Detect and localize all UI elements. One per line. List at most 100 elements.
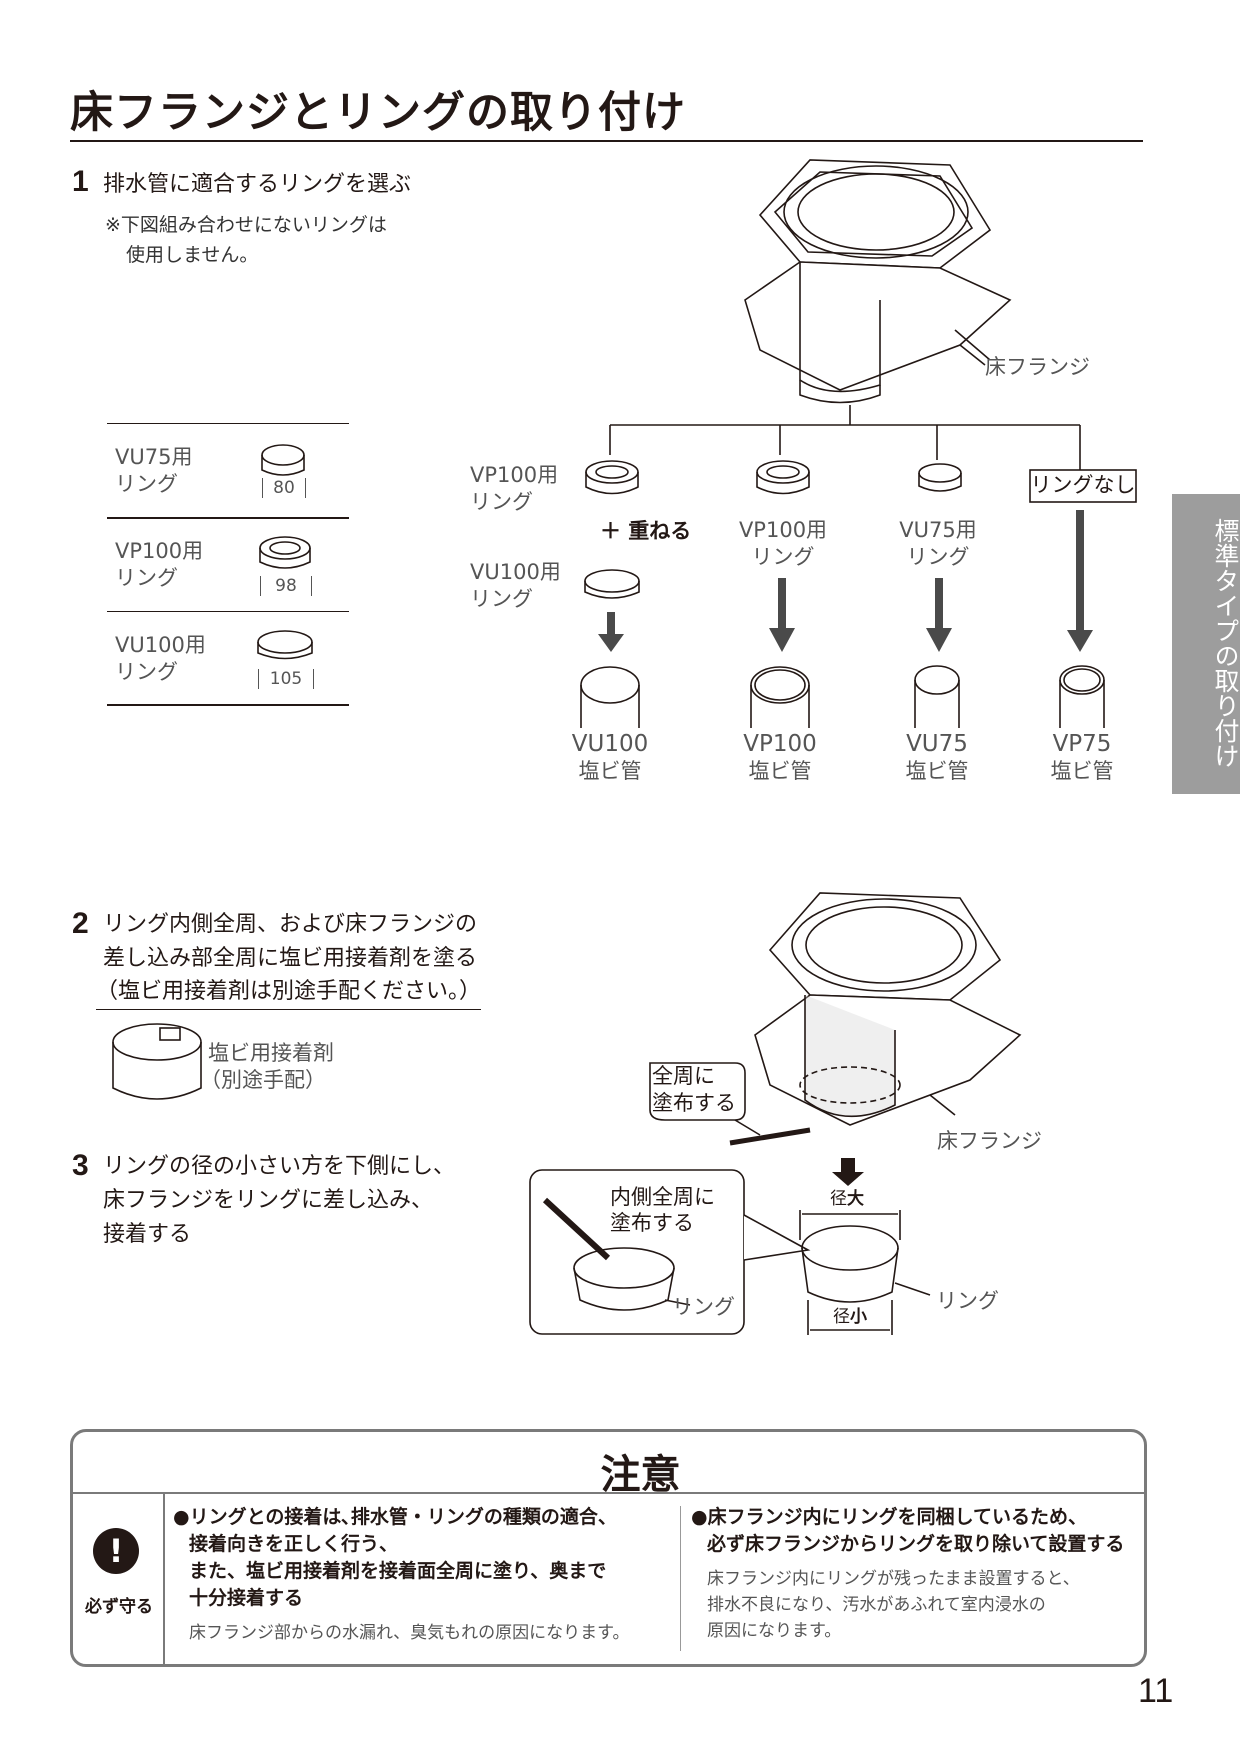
caution-right-note3: 原因になります。: [707, 1621, 842, 1641]
vu100-pipe-icon: [580, 666, 640, 728]
ring-table-rule-1: [107, 517, 349, 519]
caution-right-note2: 排水不良になり、汚水があふれて室内浸水の: [707, 1595, 1046, 1615]
step1-note-line2: 使用しません。: [126, 244, 259, 266]
ring-label-left: リング: [672, 1295, 735, 1319]
pipe4-label-line1: VP75: [1052, 731, 1112, 757]
step3-number: 3: [72, 1149, 89, 1182]
adhesive-can-icon: [112, 1023, 202, 1100]
pipe2-label-line1: VP100: [743, 731, 817, 757]
caution-box: 注意 ! 必ず守る ●リングとの接着は､排水管・リングの種類の適合、 接着向きを…: [70, 1429, 1147, 1667]
caution-left-line2: 接着向きを正しく行う、: [189, 1533, 399, 1555]
step2-line3: （塩ビ用接着剤は別途手配ください。）: [96, 975, 482, 1010]
page-title: 床フランジとリングの取り付け: [70, 88, 686, 138]
diameter-large-prefix: 径: [830, 1189, 847, 1209]
brush-icon: [729, 1127, 811, 1146]
side-tab-label: 標準タイプの取り付け: [1211, 518, 1240, 768]
ring-diameter-icon: [799, 1210, 901, 1335]
vp75-pipe-icon: [1059, 665, 1105, 728]
diameter-small-label: 径小: [833, 1304, 867, 1331]
ring-selection-tree: [609, 405, 1081, 470]
vu100-ring-label-line2: リング: [470, 587, 533, 611]
pipe3-label-line2: 塩ビ管: [905, 759, 969, 783]
flange-label-2: 床フランジ: [937, 1129, 1042, 1153]
step2-number: 2: [72, 907, 89, 940]
ring-table-bottom-rule: [107, 704, 349, 706]
ring-inner-coat-icon: [542, 1197, 675, 1311]
vp100-ring-icon: [585, 460, 639, 495]
diameter-small-word: 小: [850, 1307, 867, 1327]
col2-ring-label-line1: VP100用: [738, 518, 828, 542]
ring-label-right: リング: [936, 1289, 999, 1313]
ring-table-name-1: VU75用: [115, 445, 193, 469]
diameter-large-word: 大: [847, 1189, 864, 1209]
diameter-small-prefix: 径: [833, 1307, 850, 1327]
ring-table-icons: [257, 444, 313, 660]
vu75-ring-icon: [918, 463, 962, 492]
vp100-ring-label-line1: VP100用: [470, 463, 559, 487]
pipe2-label-line2: 塩ビ管: [748, 759, 812, 783]
down-arrows: [598, 510, 1093, 652]
adhesive-label-line2: （別途手配）: [200, 1068, 326, 1092]
caution-left-line1: ●リングとの接着は､排水管・リングの種類の適合、: [173, 1506, 617, 1528]
ring-table-name-2: VP100用: [115, 539, 204, 563]
ring-table-dim-2: 98: [260, 576, 312, 596]
pipe1-label-line1: VU100: [571, 731, 649, 757]
col2-ring-label-line2: リング: [751, 545, 815, 569]
floor-flange-illustration-2: [754, 892, 1022, 1126]
floor-flange-illustration-1: [744, 159, 1012, 404]
ring-table-dim-1: 80: [262, 478, 306, 498]
vu75-pipe-icon: [914, 665, 960, 728]
flange-label-1: 床フランジ: [985, 355, 1090, 379]
ring-table-dim-3: 105: [258, 669, 314, 689]
caution-title: 注意: [73, 1442, 1144, 1500]
step1-text: 排水管に適合するリングを選ぶ: [103, 172, 412, 197]
step1-note-line1: ※下図組み合わせにないリングは: [105, 214, 387, 236]
vu100-ring-icon: [584, 569, 640, 599]
caution-right-line2: 必ず床フランジからリングを取り除いて設置する: [707, 1533, 1125, 1555]
caution-column-divider: [163, 1494, 165, 1664]
ring-table-suffix-3: リング: [115, 660, 178, 684]
caution-right-note1: 床フランジ内にリングが残ったまま設置すると、: [707, 1569, 1080, 1589]
col3-ring-label-line2: リング: [906, 545, 970, 569]
caution-mid-divider: [680, 1506, 681, 1651]
pipe4-label-line2: 塩ビ管: [1050, 759, 1114, 783]
step3-line2: 床フランジをリングに差し込み、: [103, 1188, 434, 1213]
vp100-pipe-icon: [750, 666, 810, 728]
step1-number: 1: [72, 165, 89, 198]
ring-table-suffix-1: リング: [115, 472, 178, 496]
caution-left-line3: また、塩ビ用接着剤を接着面全周に塗り、奥まで: [189, 1560, 607, 1582]
no-ring-label: リングなし: [1030, 473, 1136, 497]
stack-label: ＋ 重ねる: [600, 519, 692, 543]
callout-line1: 全周に: [652, 1064, 715, 1088]
step3-line3: 接着する: [103, 1222, 192, 1247]
caution-right-line1: ●床フランジ内にリングを同梱しているため、: [691, 1506, 1088, 1528]
exclamation-icon: !: [93, 1528, 139, 1574]
inner-coat-line2: 塗布する: [610, 1211, 694, 1235]
page-number: 11: [1138, 1672, 1174, 1710]
caution-divider: [73, 1492, 1144, 1494]
adhesive-label-line1: 塩ビ用接着剤: [208, 1041, 334, 1065]
title-divider: [70, 140, 1143, 142]
step2-line2: 差し込み部全周に塩ビ用接着剤を塗る: [103, 946, 478, 971]
caution-title-text: 注意: [600, 1452, 681, 1498]
caution-left-line4: 十分接着する: [189, 1587, 304, 1609]
step2-line1: リング内側全周、および床フランジの: [103, 912, 478, 937]
ring-table-name-3: VU100用: [115, 633, 206, 657]
ring-table-rule-2: [107, 611, 349, 612]
vp100-ring-icon-col2: [756, 460, 810, 495]
pipe1-label-line2: 塩ビ管: [578, 759, 642, 783]
callout-line2: 塗布する: [652, 1091, 736, 1115]
vu100-ring-label-line1: VU100用: [470, 560, 561, 584]
vp100-ring-label-line2: リング: [470, 490, 533, 514]
diameter-large-label: 径大: [830, 1186, 864, 1213]
must-follow-label: 必ず守る: [85, 1597, 153, 1617]
inner-coat-line1: 内側全周に: [610, 1185, 715, 1209]
ring-table-suffix-2: リング: [115, 566, 178, 590]
section-side-tab: 標準タイプの取り付け: [1172, 494, 1240, 794]
caution-left-note: 床フランジ部からの水漏れ、臭気もれの原因になります。: [189, 1623, 630, 1643]
step3-line1: リングの径の小さい方を下側にし、: [103, 1154, 456, 1179]
no-ring-box: [1029, 469, 1137, 503]
col3-ring-label-line1: VU75用: [899, 518, 977, 542]
ring-table-top-rule: [107, 423, 349, 424]
